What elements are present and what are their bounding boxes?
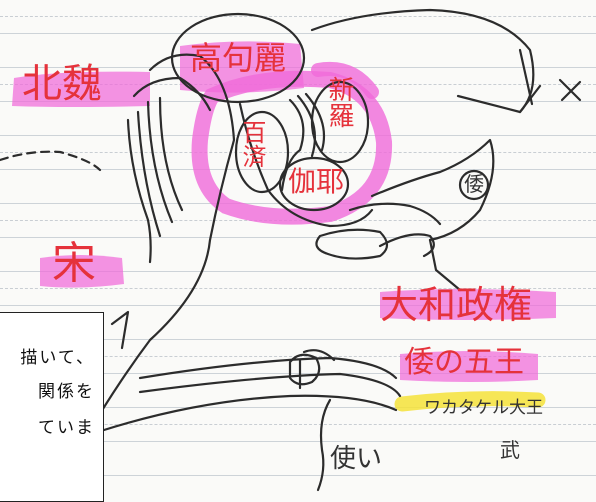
northeast-coast bbox=[310, 8, 535, 114]
pencil-hatching bbox=[126, 118, 152, 264]
x-mark bbox=[558, 78, 582, 102]
pencil-shading bbox=[280, 98, 305, 192]
pencil-hatching bbox=[136, 110, 162, 238]
pencil-shading bbox=[296, 94, 316, 158]
dashed-boundary bbox=[0, 150, 102, 172]
label-wa: 倭 bbox=[464, 172, 484, 196]
label-wa-goou: 倭の五王 bbox=[404, 345, 524, 380]
pencil-hatching bbox=[158, 96, 184, 212]
label-kaya: 伽耶 bbox=[288, 165, 345, 198]
label-wakatakeru: ワカタケル大王 bbox=[424, 398, 543, 418]
pink-korea-ring bbox=[191, 62, 393, 225]
japan-kyushu bbox=[370, 138, 495, 242]
label-sou: 宋 bbox=[52, 238, 96, 289]
pencil-drawing bbox=[0, 8, 582, 492]
kaya-circle bbox=[278, 156, 350, 212]
label-yamato: 大和政権 bbox=[380, 283, 533, 327]
ruled-line bbox=[0, 424, 596, 425]
label-koukuri: 高句麗 bbox=[190, 39, 287, 77]
arrow-head bbox=[456, 84, 542, 114]
label-bu: 武 bbox=[500, 438, 520, 462]
arrow-shaft bbox=[518, 48, 534, 106]
highlight-hokugi bbox=[12, 71, 150, 107]
kudara-circle bbox=[234, 110, 290, 194]
callout-box: 描いて、 関係を ていま bbox=[0, 312, 104, 502]
callout-line-1: 描いて、 bbox=[20, 348, 95, 368]
callout-line-3: ていま bbox=[38, 418, 95, 438]
ruled-line bbox=[0, 288, 596, 289]
label-kudara: 百済 bbox=[238, 120, 266, 168]
sea-route-mid bbox=[102, 394, 398, 432]
label-tsukai: 使い bbox=[330, 444, 383, 474]
wa-circle bbox=[458, 169, 490, 201]
highlight-wa-goou bbox=[400, 351, 538, 382]
pencil-hatching bbox=[146, 100, 174, 224]
label-shiragi: 新羅 bbox=[324, 76, 354, 128]
sea-route-lower bbox=[138, 372, 402, 398]
pointer-line-tsukai bbox=[316, 398, 332, 492]
ruled-line bbox=[0, 16, 596, 17]
label-hokugi: 北魏 bbox=[22, 61, 102, 107]
messenger-book bbox=[288, 353, 321, 386]
callout-line-2: 関係を bbox=[38, 382, 95, 402]
highlight-yamato bbox=[380, 289, 556, 320]
continent-coast bbox=[88, 53, 236, 432]
yellow-highlight bbox=[394, 391, 546, 412]
pointer-line bbox=[428, 238, 462, 292]
koukuri-circle bbox=[170, 12, 306, 104]
sea-route-upper bbox=[138, 356, 398, 380]
japan-coast bbox=[348, 202, 442, 226]
callout-pointer bbox=[110, 310, 130, 350]
highlight-sou bbox=[40, 255, 124, 288]
pencil-shading bbox=[304, 92, 326, 152]
tsushima-island bbox=[315, 228, 389, 260]
peninsula-outline bbox=[238, 102, 374, 228]
island-stroke bbox=[378, 233, 435, 258]
